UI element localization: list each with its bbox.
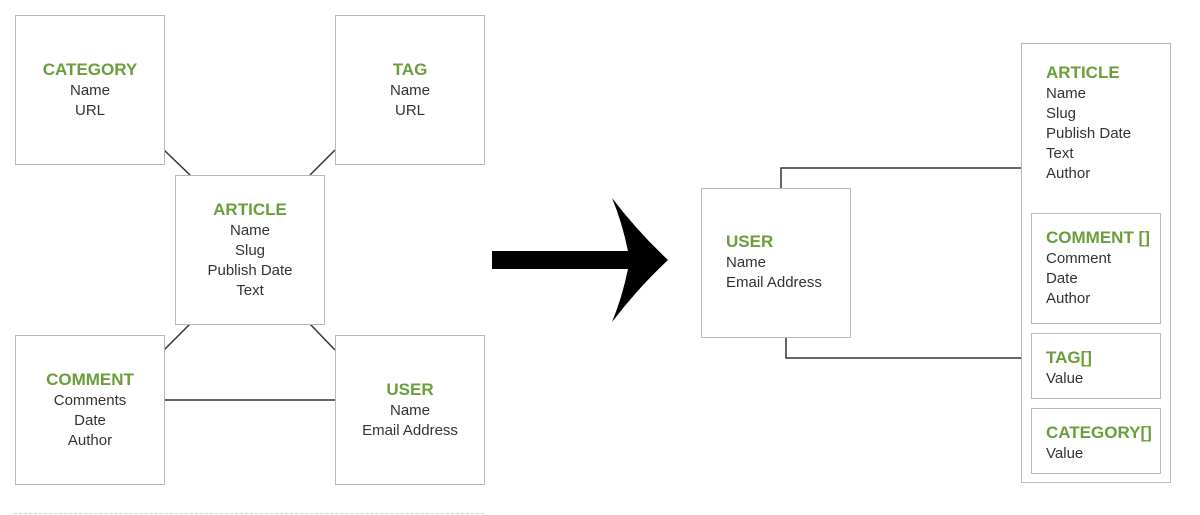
field-list: Name Email Address [362, 401, 458, 441]
connector-category-article [163, 149, 191, 176]
field: Name [726, 254, 767, 271]
field: Name [69, 82, 110, 99]
field: Comments [53, 392, 127, 409]
embedded-category-array: CATEGORY[] Value [1031, 408, 1161, 474]
field-list: Name Slug Publish Date Text [207, 221, 292, 301]
field-list: Comment Date Author [1046, 249, 1160, 309]
entity-title: COMMENT [46, 370, 134, 389]
entity-tag: TAG Name URL [335, 15, 485, 165]
field: Author [1046, 290, 1091, 307]
article-header: ARTICLE Name Slug Publish Date Text Auth… [1046, 62, 1131, 184]
field: Text [1046, 145, 1074, 162]
entity-title: USER [386, 380, 434, 399]
entity-category: CATEGORY Name URL [15, 15, 165, 165]
field: Publish Date [207, 262, 293, 279]
entity-title: TAG [392, 60, 428, 79]
field: Email Address [362, 422, 458, 439]
field-list: Comments Date Author [54, 391, 127, 451]
connector-user-article [780, 167, 1021, 188]
field: Comment [1046, 250, 1112, 267]
field: Name [229, 222, 270, 239]
connector-article-user [309, 323, 336, 351]
field-list: Name URL [390, 81, 430, 121]
document-user: USER Name Email Address [701, 188, 851, 338]
field: Value [1046, 370, 1084, 387]
embedded-tag-array: TAG[] Value [1031, 333, 1161, 399]
entity-title: ARTICLE [213, 200, 287, 219]
entity-title: CATEGORY[] [1046, 423, 1152, 442]
entity-title: TAG[] [1046, 348, 1092, 367]
entity-title: CATEGORY [42, 60, 138, 79]
field: Author [67, 432, 113, 449]
field: Text [236, 282, 264, 299]
connector-user-tag [785, 338, 1031, 359]
field: Value [1046, 445, 1084, 462]
field-list: Value [1046, 444, 1160, 464]
document-article: ARTICLE Name Slug Publish Date Text Auth… [1021, 43, 1171, 483]
field-list: Name URL [70, 81, 110, 121]
connector-tag-article [309, 149, 336, 176]
field-list: Value [1046, 369, 1160, 389]
field: Publish Date [1046, 125, 1132, 142]
field-list: Name Slug Publish Date Text Author [1046, 84, 1131, 184]
entity-user: USER Name Email Address [335, 335, 485, 485]
entity-article: ARTICLE Name Slug Publish Date Text [175, 175, 325, 325]
field: Name [389, 82, 430, 99]
field: Slug [1046, 105, 1077, 122]
divider [14, 513, 484, 514]
field: Name [1046, 85, 1087, 102]
embedded-comment-array: COMMENT [] Comment Date Author [1031, 213, 1161, 324]
field: Author [1046, 165, 1091, 182]
field: URL [394, 102, 425, 119]
entity-title: COMMENT [] [1046, 228, 1150, 247]
field: Name [389, 402, 430, 419]
field: Slug [234, 242, 266, 259]
field-list: Name Email Address [726, 253, 850, 293]
entity-comment: COMMENT Comments Date Author [15, 335, 165, 485]
entity-title: USER [726, 232, 774, 251]
right-arrow-icon [492, 198, 668, 322]
field: Date [1046, 270, 1078, 287]
field: Email Address [726, 274, 822, 291]
field: URL [74, 102, 105, 119]
connector-article-comment [163, 323, 191, 351]
entity-title: ARTICLE [1046, 63, 1120, 82]
field: Date [74, 412, 106, 429]
